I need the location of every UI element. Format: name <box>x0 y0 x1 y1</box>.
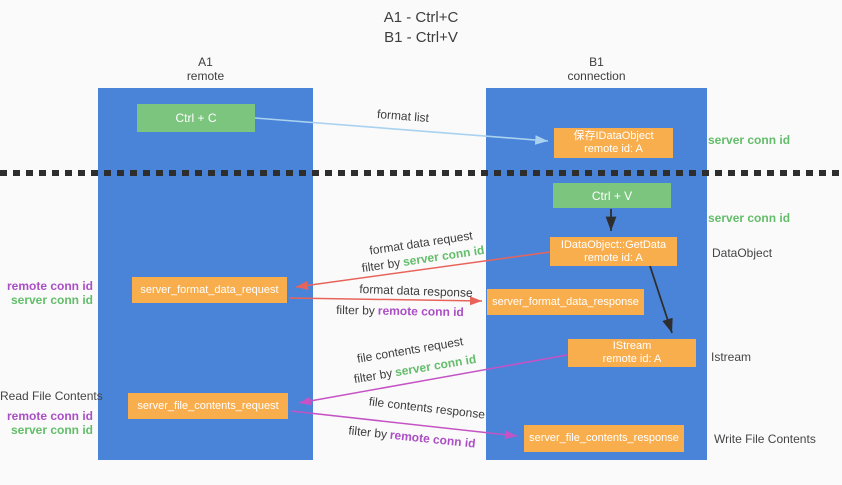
ctrl-v-node: Ctrl + V <box>553 183 671 208</box>
column-header-b1: B1 connection <box>486 55 707 83</box>
remote-conn-id-text: remote conn id <box>389 427 477 451</box>
format-response-node: server_format_data_response <box>487 289 644 315</box>
left-conn-id-pair-1: remote conn id server conn id <box>0 279 93 307</box>
format-response-label: server_format_data_response <box>492 295 639 308</box>
filter-by-text: filter by <box>336 302 375 318</box>
server-conn-id-mid-label: server conn id <box>708 211 791 225</box>
a1-subtitle: remote <box>186 69 225 83</box>
b1-name: B1 <box>589 55 604 69</box>
format-data-response-label: format data response <box>359 282 473 300</box>
file-request-node: server_file_contents_request <box>128 393 288 419</box>
filter-by-text: filter by <box>352 365 394 387</box>
title-line-2: B1 - Ctrl+V <box>384 29 458 46</box>
save-dataobject-line1: 保存IDataObject <box>573 130 654 142</box>
read-file-contents-label: Read File Contents <box>0 389 103 403</box>
b1-subtitle: connection <box>567 69 626 83</box>
save-dataobject-line2: remote id: A <box>584 143 643 155</box>
ctrl-c-node: Ctrl + C <box>137 104 255 132</box>
format-list-label: format list <box>376 106 430 126</box>
istream-node: IStream remote id: A <box>568 339 696 367</box>
dashed-separator <box>0 170 842 176</box>
istream-line2: remote id: A <box>602 353 662 365</box>
server-conn-id-top-label: server conn id <box>708 133 791 147</box>
page-title: A1 - Ctrl+C B1 - Ctrl+V <box>0 8 842 48</box>
remote-conn-id-label: remote conn id <box>6 279 93 293</box>
getdata-node: IDataObject::GetData remote id: A <box>550 237 677 266</box>
file-request-label: server_file_contents_request <box>137 399 279 412</box>
format-request-label: server_format_data_request <box>140 283 279 296</box>
server-conn-id-label: server conn id <box>10 423 93 437</box>
write-file-contents-label: Write File Contents <box>714 432 816 446</box>
filter-by-text: filter by <box>360 255 402 276</box>
istream-side-label: Istream <box>711 350 752 364</box>
remote-conn-id-label: remote conn id <box>6 409 93 423</box>
file-response-node: server_file_contents_response <box>524 425 684 452</box>
column-header-a1: A1 remote <box>98 55 313 83</box>
istream-line1: IStream <box>612 340 652 352</box>
remote-conn-id-text: remote conn id <box>377 303 464 320</box>
server-conn-id-label: server conn id <box>10 293 93 307</box>
file-contents-response-label: file contents response <box>368 394 486 422</box>
getdata-line2: remote id: A <box>584 251 643 264</box>
format-request-node: server_format_data_request <box>132 277 287 303</box>
ctrl-c-label: Ctrl + C <box>175 111 217 125</box>
save-dataobject-node: 保存IDataObject remote id: A <box>554 128 673 158</box>
file-response-label: server_file_contents_response <box>529 432 679 444</box>
a1-name: A1 <box>198 55 213 69</box>
title-line-1: A1 - Ctrl+C <box>383 9 459 26</box>
getdata-line1: IDataObject::GetData <box>560 238 667 251</box>
filter-by-text: filter by <box>347 423 388 442</box>
left-conn-id-pair-2: remote conn id server conn id <box>0 409 93 437</box>
dataobject-label: DataObject <box>712 246 773 260</box>
ctrl-v-label: Ctrl + V <box>591 188 633 203</box>
